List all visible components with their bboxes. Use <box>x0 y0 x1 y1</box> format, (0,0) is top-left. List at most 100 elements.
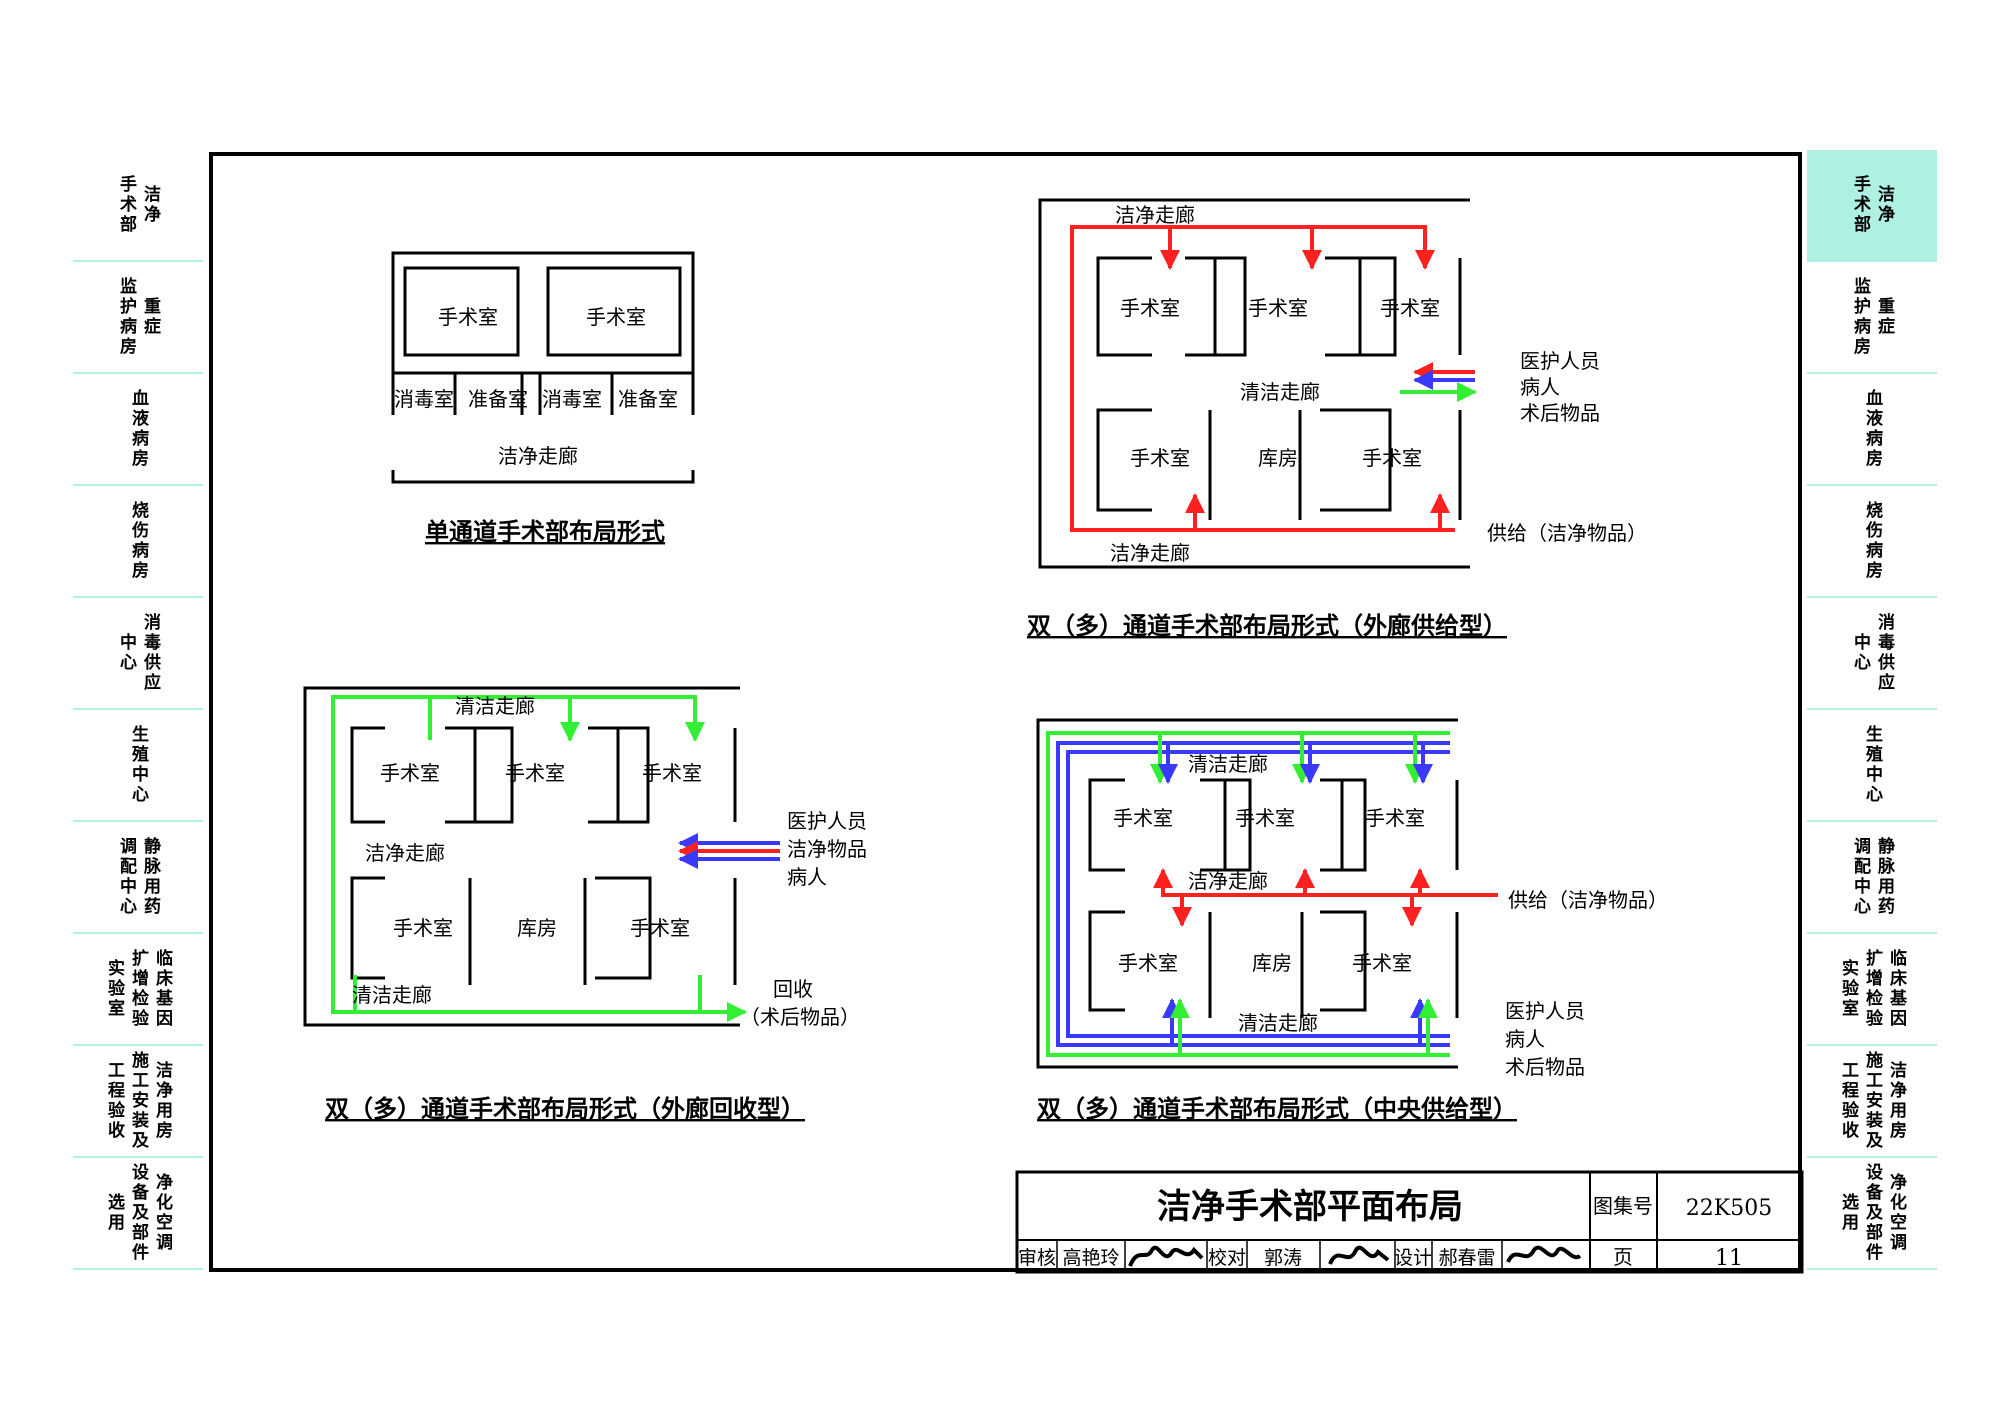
tab-label: 重症 <box>1874 297 1894 337</box>
corridor-label: 清洁走廊 <box>1238 1011 1318 1035</box>
diagram-title: 双（多）通道手术部布局形式（外廊供给型） <box>1027 611 1507 640</box>
tab-label: 工程验收 <box>1838 1061 1858 1141</box>
check-label: 校对 <box>1208 1247 1246 1269</box>
tab-construction[interactable]: 洁净用房施工安装及工程验收 <box>73 1046 203 1158</box>
tab-label: 烧伤病房 <box>1862 501 1882 581</box>
tab-label: 调配中心 <box>116 837 136 917</box>
tab-hvac[interactable]: 净化空调设备及部件选用 <box>1807 1158 1937 1270</box>
diagram-title: 双（多）通道手术部布局形式（中央供给型） <box>1037 1094 1517 1123</box>
legend-post-op: 术后物品 <box>1520 401 1600 425</box>
room-label: 手术室 <box>1248 296 1308 320</box>
diagram-outer-recycle <box>303 686 740 1027</box>
tab-label: 消毒供应 <box>1874 613 1894 693</box>
room-label: 消毒室 <box>542 387 602 411</box>
tab-label: 实验室 <box>1838 959 1858 1019</box>
tab-label: 临床基因 <box>152 949 172 1029</box>
tab-pcr-lab[interactable]: 临床基因扩增检验实验室 <box>1807 934 1937 1046</box>
room-label: 消毒室 <box>394 387 454 411</box>
room-label: 手术室 <box>1380 296 1440 320</box>
tab-label: 中心 <box>116 633 136 673</box>
room-label: 手术室 <box>1118 951 1178 975</box>
legend-post-op: 术后物品 <box>1505 1055 1585 1079</box>
room-label: 准备室 <box>468 387 528 411</box>
diagram-outer-supply <box>1038 198 1470 569</box>
side-tabs-right: 洁净手术部 重症监护病房 血液病房 烧伤病房 消毒供应中心 生殖中心 静脉用药调… <box>1807 150 1937 1270</box>
tab-icu[interactable]: 重症监护病房 <box>1807 262 1937 374</box>
legend-patient: 病人 <box>787 865 827 889</box>
room-label: 手术室 <box>380 761 440 785</box>
tab-clean-surgery[interactable]: 洁净手术部 <box>1807 150 1937 262</box>
supply-label: 供给（洁净物品） <box>1508 888 1668 912</box>
tab-label: 设备及部件 <box>1862 1163 1882 1263</box>
legend-staff: 医护人员 <box>1520 349 1600 373</box>
tab-blood[interactable]: 血液病房 <box>1807 374 1937 486</box>
corridor-label: 洁净走廊 <box>1188 869 1268 893</box>
tab-sterile-supply[interactable]: 消毒供应中心 <box>73 598 203 710</box>
room-label: 手术室 <box>1120 296 1180 320</box>
tab-label: 血液病房 <box>128 389 148 469</box>
tab-label: 扩增检验 <box>1862 949 1882 1029</box>
tab-label: 临床基因 <box>1886 949 1906 1029</box>
supply-label: 供给（洁净物品） <box>1487 521 1647 545</box>
room-label: 手术室 <box>438 305 498 329</box>
room-label: 手术室 <box>393 916 453 940</box>
tab-label: 生殖中心 <box>1862 725 1882 805</box>
tab-label: 血液病房 <box>1862 389 1882 469</box>
tab-label: 设备及部件 <box>128 1163 148 1263</box>
tab-pcr-lab[interactable]: 临床基因扩增检验实验室 <box>73 934 203 1046</box>
tab-iv-center[interactable]: 静脉用药调配中心 <box>1807 822 1937 934</box>
tab-iv-center[interactable]: 静脉用药调配中心 <box>73 822 203 934</box>
flow-lines-outer-recycle <box>331 695 780 1022</box>
tab-sterile-supply[interactable]: 消毒供应中心 <box>1807 598 1937 710</box>
title-block <box>1015 1170 1804 1274</box>
tab-burn[interactable]: 烧伤病房 <box>1807 486 1937 598</box>
corridor-label: 清洁走廊 <box>1240 380 1320 404</box>
tab-construction[interactable]: 洁净用房施工安装及工程验收 <box>1807 1046 1937 1158</box>
flow-lines-outer-supply <box>1070 225 1477 532</box>
tab-clean-surgery[interactable]: 洁净手术部 <box>73 150 203 262</box>
diagram-title: 单通道手术部布局形式 <box>425 517 665 546</box>
tab-label: 监护病房 <box>1850 277 1870 357</box>
tab-reproductive[interactable]: 生殖中心 <box>1807 710 1937 822</box>
tab-label: 实验室 <box>104 959 124 1019</box>
legend-clean-items: 洁净物品 <box>787 837 867 861</box>
tab-label: 洁净用房 <box>1886 1061 1906 1141</box>
diagram-central-supply <box>1036 718 1459 1069</box>
tab-icu[interactable]: 重症监护病房 <box>73 262 203 374</box>
tab-label: 净化空调 <box>152 1173 172 1253</box>
tab-label: 选用 <box>1838 1193 1858 1233</box>
tab-blood[interactable]: 血液病房 <box>73 374 203 486</box>
legend-patient: 病人 <box>1520 375 1560 399</box>
tab-label: 烧伤病房 <box>128 501 148 581</box>
drawing-title: 洁净手术部平面布局 <box>1157 1187 1463 1227</box>
tab-burn[interactable]: 烧伤病房 <box>73 486 203 598</box>
drawing-frame <box>209 152 1802 1272</box>
reviewer-name: 高艳玲 <box>1062 1247 1119 1269</box>
designer-name: 郝春雷 <box>1438 1247 1495 1269</box>
atlas-no: 22K505 <box>1686 1196 1772 1221</box>
tab-label: 洁净 <box>1874 185 1894 225</box>
recycle-sub-label: （术后物品） <box>740 1005 860 1029</box>
tab-label: 静脉用药 <box>1874 837 1894 917</box>
room-label: 手术室 <box>1113 806 1173 830</box>
corridor-label: 清洁走廊 <box>455 694 535 718</box>
room-label: 库房 <box>517 916 557 940</box>
room-label: 手术室 <box>1130 446 1190 470</box>
tab-hvac[interactable]: 净化空调设备及部件选用 <box>73 1158 203 1270</box>
tab-label: 监护病房 <box>116 277 136 357</box>
tab-label: 扩增检验 <box>128 949 148 1029</box>
tab-reproductive[interactable]: 生殖中心 <box>73 710 203 822</box>
room-label: 手术室 <box>505 761 565 785</box>
tab-label: 洁净用房 <box>152 1061 172 1141</box>
tab-label: 生殖中心 <box>128 725 148 805</box>
tab-label: 中心 <box>1850 633 1870 673</box>
tab-label: 调配中心 <box>1850 837 1870 917</box>
corridor-label: 洁净走廊 <box>1115 203 1195 227</box>
tab-label: 施工安装及 <box>1862 1051 1882 1151</box>
page-no: 11 <box>1715 1246 1743 1271</box>
tab-label: 消毒供应 <box>140 613 160 693</box>
legend-staff: 医护人员 <box>1505 999 1585 1023</box>
diagram-title: 双（多）通道手术部布局形式（外廊回收型） <box>325 1094 805 1123</box>
side-tabs-left: 洁净手术部 重症监护病房 血液病房 烧伤病房 消毒供应中心 生殖中心 静脉用药调… <box>73 150 203 1270</box>
corridor-label: 清洁走廊 <box>1188 752 1268 776</box>
